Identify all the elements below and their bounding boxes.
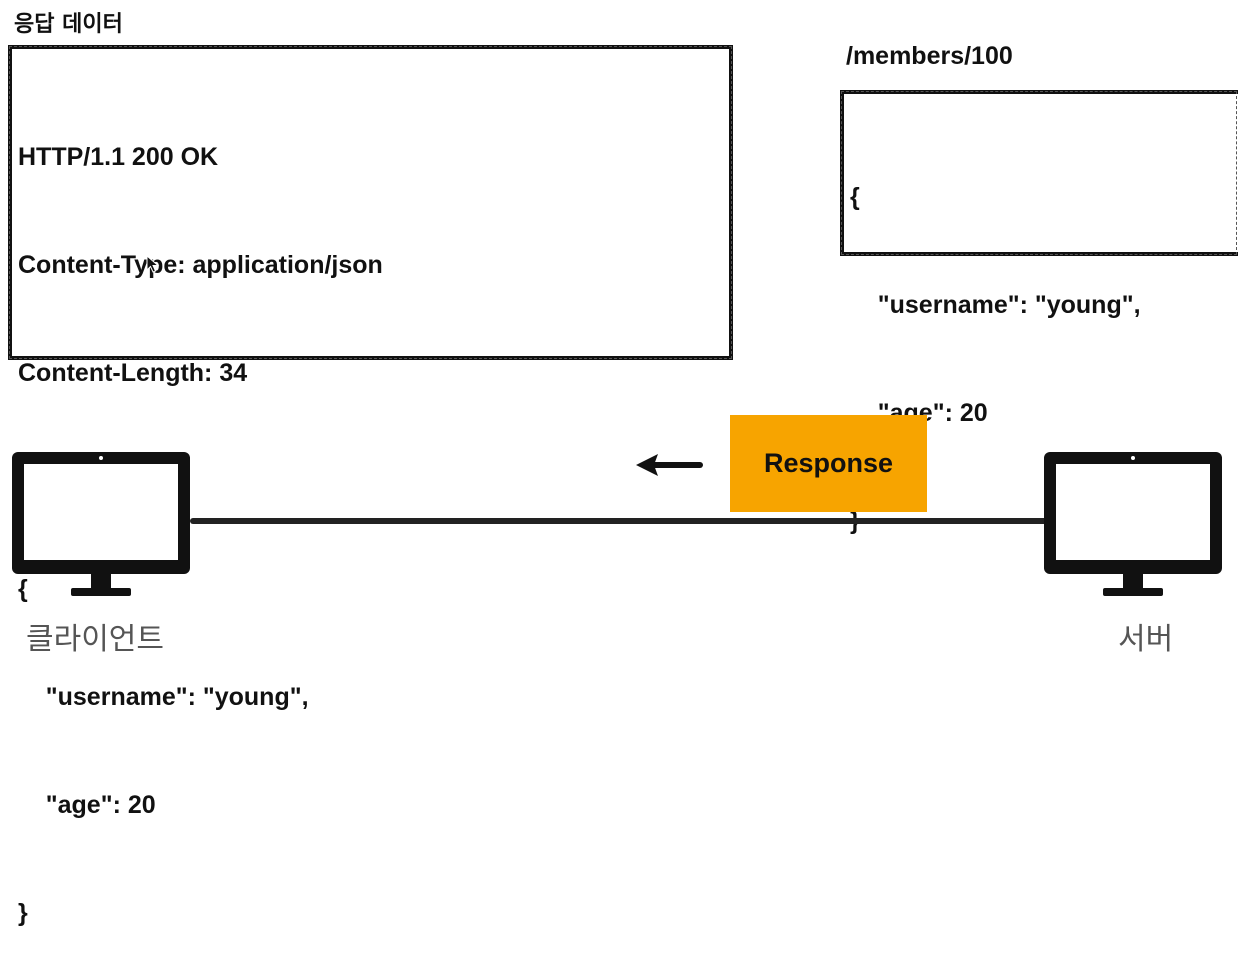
client-monitor-icon <box>12 452 190 596</box>
resource-box <box>840 90 1238 256</box>
response-badge: Response <box>730 415 927 512</box>
connection-line <box>190 518 1050 524</box>
http-status-line: HTTP/1.1 200 OK <box>18 143 219 171</box>
content-length-header: Content-Length: 34 <box>18 359 248 387</box>
mouse-cursor-icon <box>146 255 160 273</box>
diagram-title: 응답 데이터 <box>14 12 123 37</box>
json-username-line: "username": "young", <box>18 683 309 711</box>
resource-open-brace: { <box>850 183 860 211</box>
json-close-brace: } <box>18 899 28 927</box>
json-open-brace: { <box>18 575 28 603</box>
resource-json-text: { "username": "young", "age": 20 } <box>850 107 1141 575</box>
server-monitor-icon <box>1044 452 1222 596</box>
resource-path: /members/100 <box>846 42 1013 70</box>
arrow-left-icon <box>636 454 703 476</box>
client-label: 클라이언트 <box>26 622 164 657</box>
json-age-line: "age": 20 <box>18 791 156 819</box>
server-label: 서버 <box>1118 622 1174 657</box>
http-response-box <box>8 45 733 360</box>
content-type-header: Content-Type: application/json <box>18 251 383 279</box>
resource-username-line: "username": "young", <box>850 291 1141 319</box>
